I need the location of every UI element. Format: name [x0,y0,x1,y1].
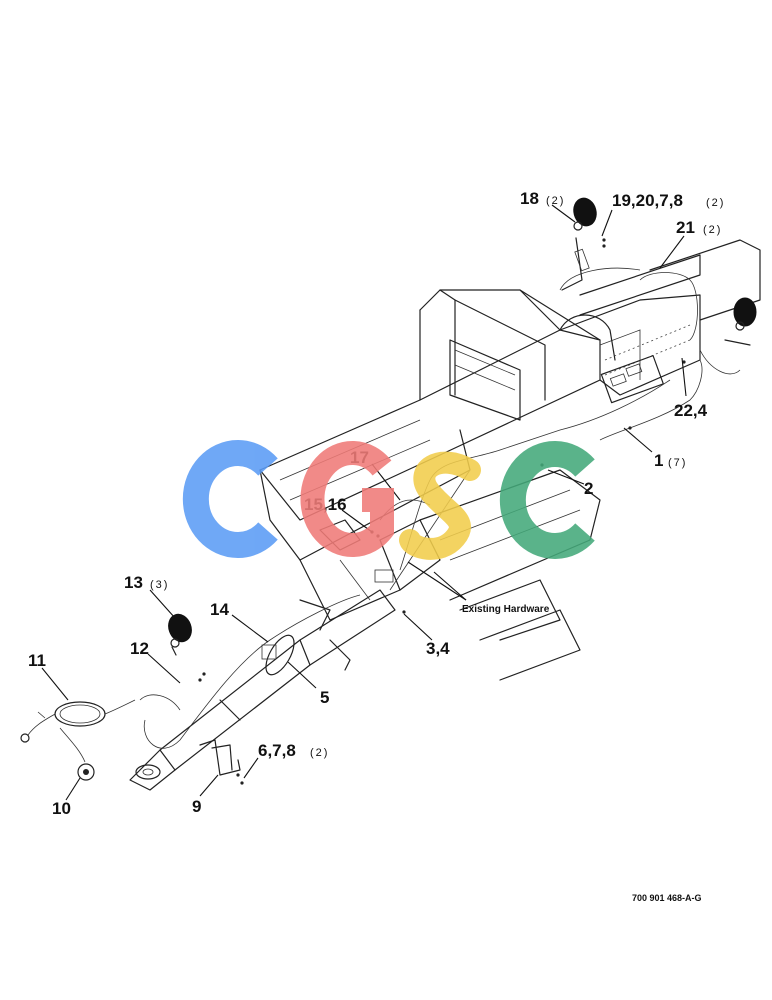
callout-19-20-7-8-qty: (2) [706,197,725,209]
callout-14: 14 [210,600,229,619]
hitch-tongue [129,589,396,791]
callout-1: 1 [654,451,663,470]
callout-2: 2 [584,479,593,498]
callout-6-7-8: 6,7,8 [258,741,296,760]
callout-6-7-8-qty: (2) [310,747,329,759]
callout-13: 13 [124,573,143,592]
callout-5: 5 [320,688,329,707]
callout-21-qty: (2) [703,224,722,236]
callout-18: 18 [520,189,539,208]
callout-13-qty: (3) [150,579,169,591]
lamp-18 [561,197,597,291]
watermark-letter-c-blue [182,440,278,558]
callout-1-qty: (7) [668,457,687,469]
callout-10: 10 [52,799,71,818]
callout-22-4: 22,4 [674,401,708,420]
lamp-13 [168,613,192,656]
watermark-letter-s-yellow [399,451,481,560]
watermark-letter-c-green [499,441,595,559]
lamp-rear [724,297,757,346]
reflector-10 [77,763,95,781]
watermark-logo [182,440,595,560]
callout-3-4: 3,4 [426,639,450,658]
callout-18-qty: (2) [546,195,565,207]
callout-11: 11 [28,651,46,670]
callout-19-20-7-8: 19,20,7,8 [612,191,683,210]
callout-21: 21 [676,218,695,237]
watermark-letter-g-red [300,441,394,557]
part-number: 700 901 468-A-G [632,893,702,903]
existing-hardware-label: Existing Hardware [462,604,550,615]
callout-9: 9 [192,797,201,816]
callout-12: 12 [130,639,149,658]
